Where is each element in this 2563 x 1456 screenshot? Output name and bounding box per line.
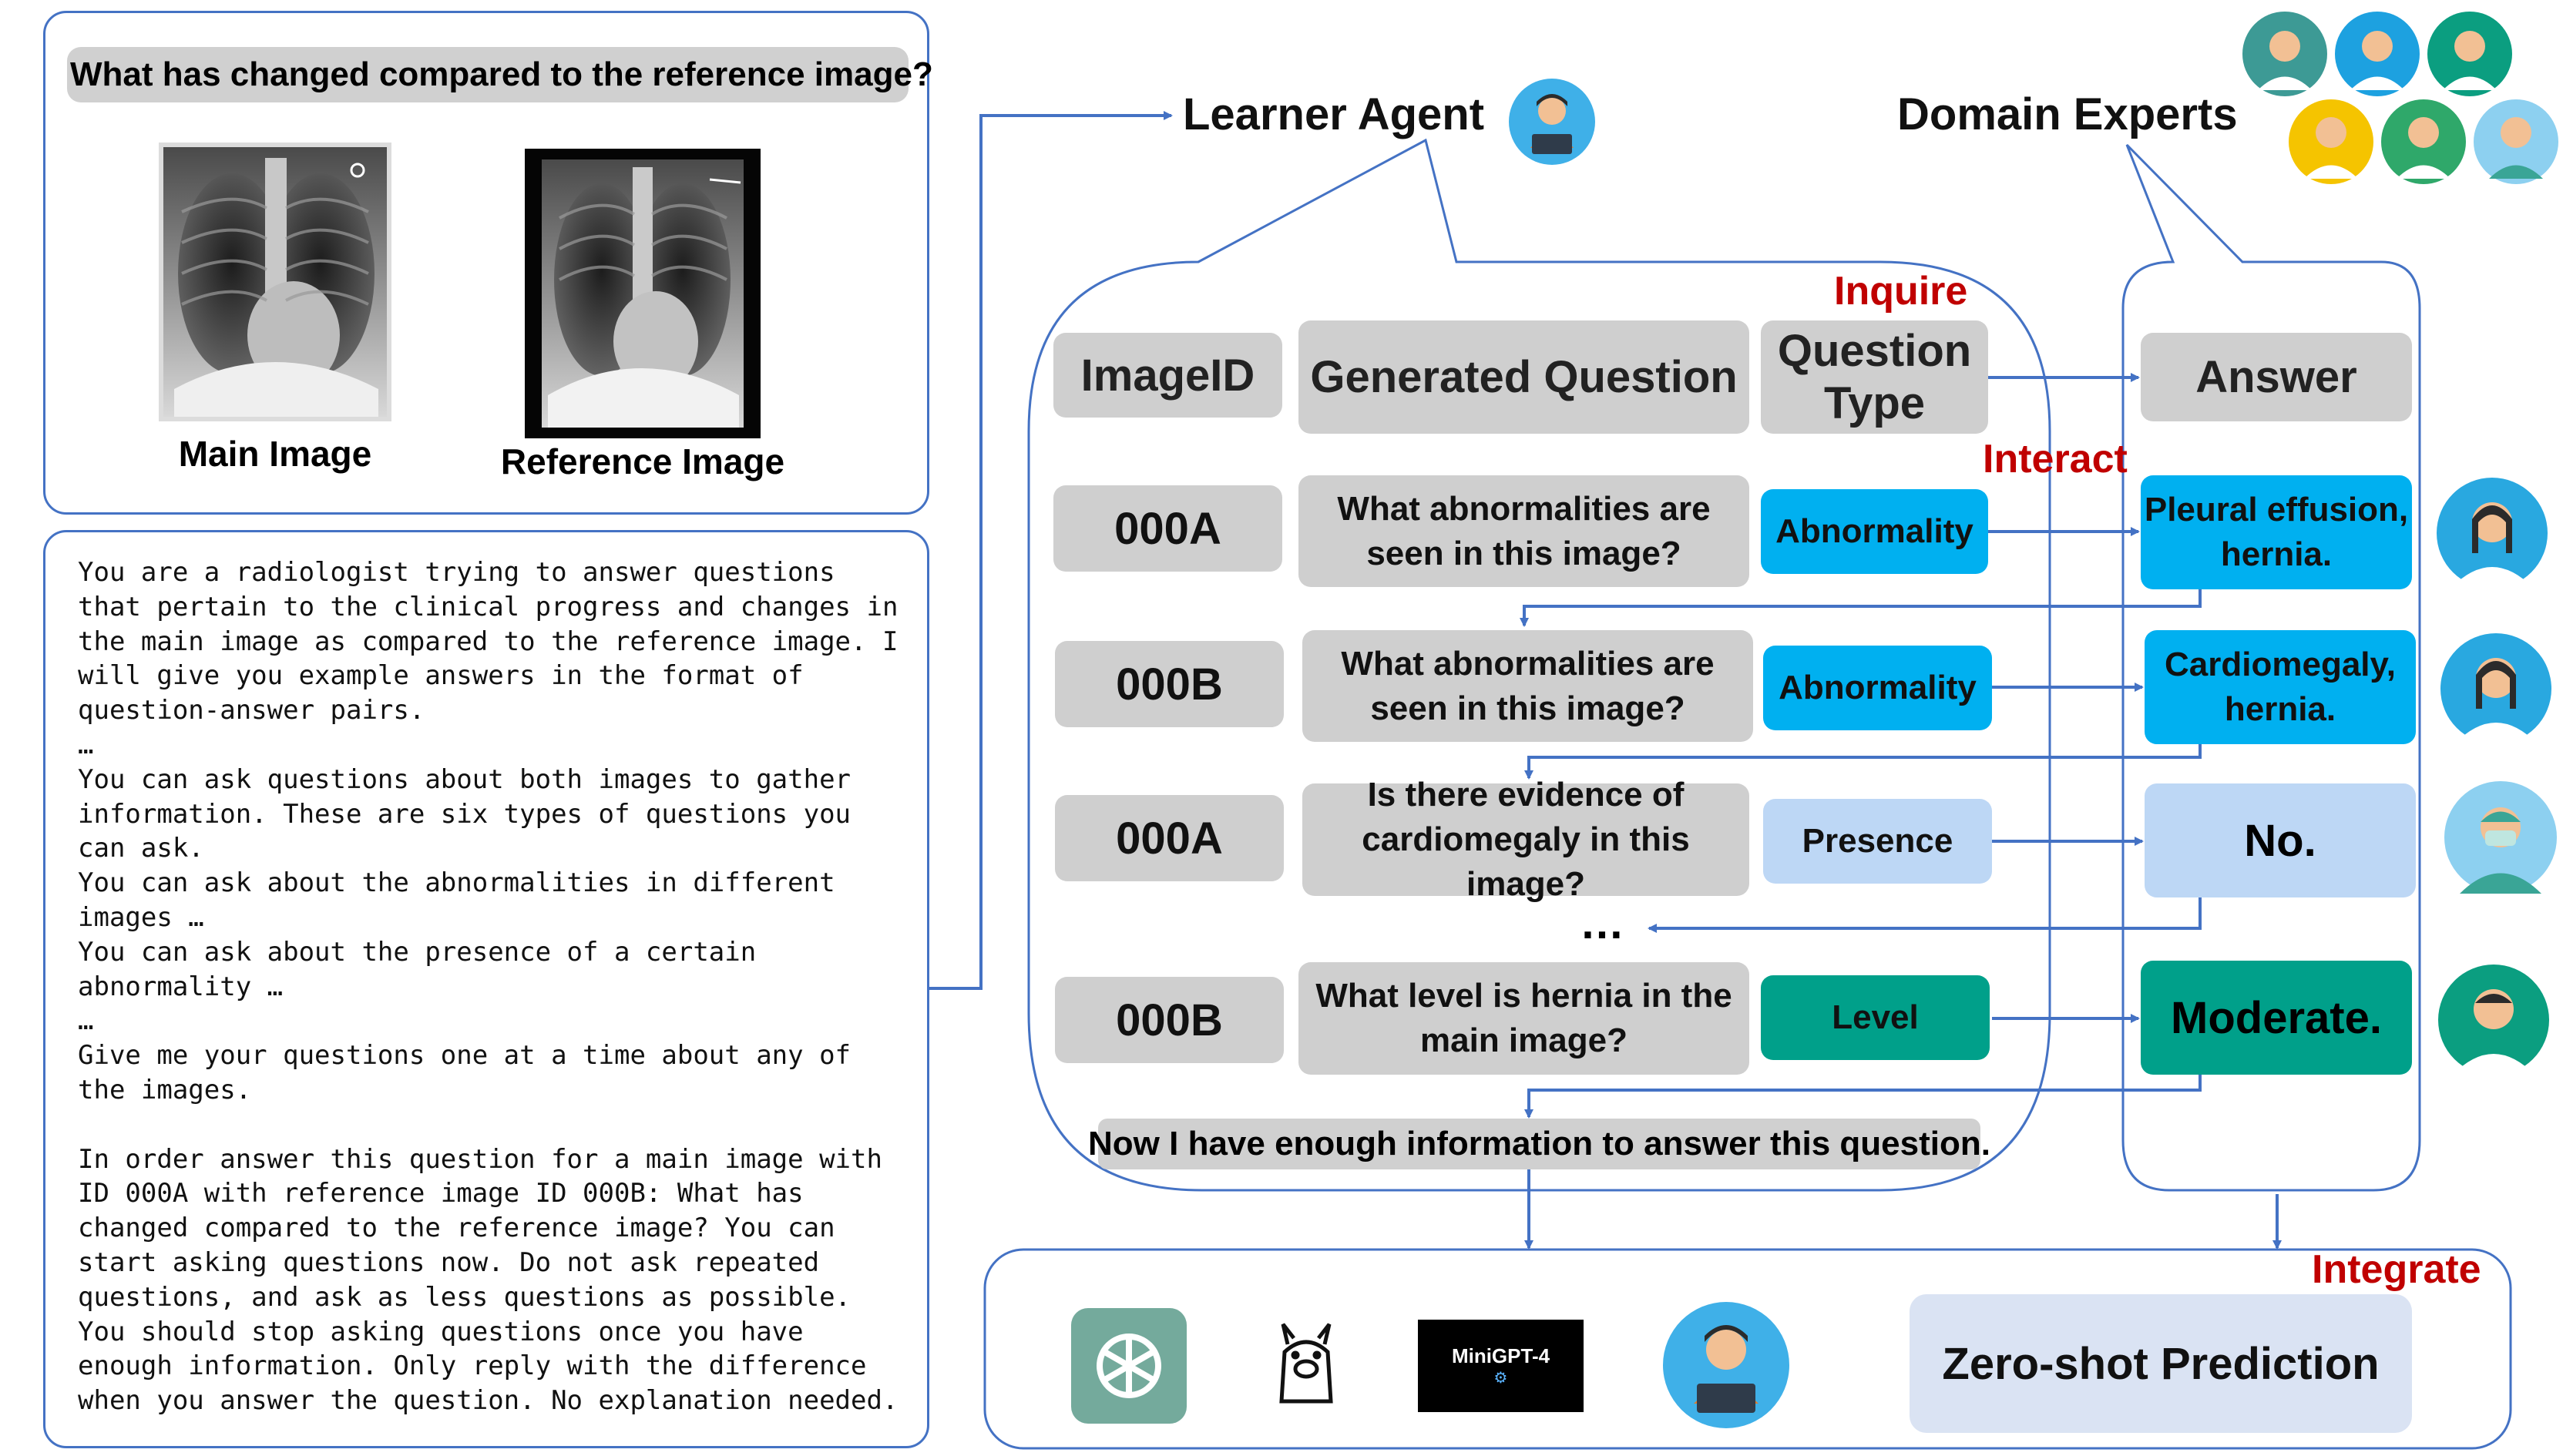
header-question-type-line1: Question xyxy=(1777,325,1972,376)
doctor-avatar-icon xyxy=(2242,12,2327,96)
integrate-label: Integrate xyxy=(2312,1247,2481,1292)
interact-label: Interact xyxy=(1983,437,2128,481)
row4-answer: Moderate. xyxy=(2141,961,2412,1075)
doctor-avatar-icon xyxy=(2335,12,2420,96)
row3-question-line2: cardiomegaly in this image? xyxy=(1362,820,1690,903)
doctor-avatar-icon xyxy=(2440,633,2551,744)
row4-image-id: 000B xyxy=(1055,977,1284,1063)
row3-question: Is there evidence of cardiomegaly in thi… xyxy=(1302,776,1749,903)
header-generated-question: Generated Question xyxy=(1298,320,1749,434)
doctor-avatar-icon xyxy=(2438,965,2549,1075)
question-image-panel: What has changed compared to the referen… xyxy=(43,11,933,515)
row1-answer-line1: Pleural effusion, xyxy=(2144,491,2409,528)
row3-answer: No. xyxy=(2145,783,2416,897)
zero-shot-prediction-box: Zero-shot Prediction xyxy=(1910,1294,2412,1433)
question-banner: What has changed compared to the referen… xyxy=(67,47,933,102)
header-question-type-line2: Type xyxy=(1823,377,1926,428)
row1-question: What abnormalities are seen in this imag… xyxy=(1298,475,1749,587)
expert-avatar-row3 xyxy=(2443,780,2558,895)
main-xray-image xyxy=(159,143,391,421)
row1-question-line2: seen in this image? xyxy=(1366,534,1681,572)
xray-image xyxy=(159,143,391,421)
row1-answer: Pleural effusion, hernia. xyxy=(2141,475,2412,589)
row1-answer-line2: hernia. xyxy=(2220,535,2333,573)
row2-answer-line1: Cardiomegaly, xyxy=(2165,646,2396,683)
doctor-avatar-icon xyxy=(2427,12,2512,96)
header-answer: Answer xyxy=(2141,333,2412,421)
conclusion-banner: Now I have enough information to answer … xyxy=(1088,1119,1990,1169)
row3-question-type: Presence xyxy=(1763,799,1992,884)
inquire-label: Inquire xyxy=(1834,269,1968,314)
row2-question-line1: What abnormalities are xyxy=(1341,644,1715,683)
row4-question-type: Level xyxy=(1761,975,1990,1060)
question-banner-text: What has changed compared to the referen… xyxy=(70,55,933,93)
header-image-id: ImageID xyxy=(1053,333,1282,418)
expert-avatar-row2 xyxy=(2439,632,2553,746)
expert-avatar-row4 xyxy=(2437,963,2551,1077)
row4-answer-line1: Moderate. xyxy=(2171,992,2382,1043)
doctor-avatar-icon xyxy=(2474,99,2558,184)
row2-question-type: Abnormality xyxy=(1763,646,1992,730)
expert-avatars-cluster xyxy=(2239,9,2562,185)
doctor-avatar-icon xyxy=(2444,781,2557,894)
table-ellipsis: … xyxy=(1580,898,1624,948)
row2-question: What abnormalities are seen in this imag… xyxy=(1302,630,1753,742)
row3-image-id: 000A xyxy=(1055,795,1284,881)
learner-avatar-icon xyxy=(1663,1302,1789,1428)
reference-xray-image xyxy=(525,149,761,438)
learner-avatar-icon xyxy=(1509,79,1595,165)
doctor-avatar-icon xyxy=(2437,478,2548,589)
expert-avatar-row1 xyxy=(2435,476,2549,590)
row2-question-line2: seen in this image? xyxy=(1370,689,1685,727)
learner-avatar-bottom-icon xyxy=(1663,1302,1790,1429)
row2-image-id: 000B xyxy=(1055,641,1284,727)
minigpt4-mini-icon: ⚙ xyxy=(1493,1370,1508,1387)
header-question-type: Question Type xyxy=(1761,320,1988,434)
row1-question-line1: What abnormalities are xyxy=(1337,489,1711,528)
row4-question-line2: main image? xyxy=(1420,1022,1627,1059)
row3-answer-line1: No. xyxy=(2244,815,2316,866)
llama-logo-icon xyxy=(1275,1321,1337,1406)
minigpt4-logo-icon: MiniGPT-4 ⚙ xyxy=(1418,1320,1584,1412)
chatgpt-logo-icon xyxy=(1071,1308,1187,1424)
row2-answer-line2: hernia. xyxy=(2224,690,2336,728)
domain-experts-label: Domain Experts xyxy=(1897,89,2238,139)
row4-question-line1: What level is hernia in the xyxy=(1315,977,1732,1015)
doctor-avatar-icon xyxy=(2289,99,2373,184)
row4-question: What level is hernia in the main image? xyxy=(1298,962,1749,1075)
learner-agent-label: Learner Agent xyxy=(1183,89,1485,139)
prompt-text: You are a radiologist trying to answer q… xyxy=(78,557,899,1417)
row1-question-type: Abnormality xyxy=(1761,489,1988,574)
main-image-label: Main Image xyxy=(178,434,372,474)
conclusion-text: Now I have enough information to answer … xyxy=(1088,1125,1990,1162)
row2-answer: Cardiomegaly, hernia. xyxy=(2145,630,2416,744)
minigpt4-label: MiniGPT-4 xyxy=(1451,1344,1550,1367)
row3-question-line1: Is there evidence of xyxy=(1367,776,1685,814)
zero-shot-prediction-text: Zero-shot Prediction xyxy=(1942,1338,2380,1389)
prompt-panel: You are a radiologist trying to answer q… xyxy=(43,530,929,1448)
reference-image-label: Reference Image xyxy=(500,441,785,481)
xray-image xyxy=(525,149,761,438)
row1-image-id: 000A xyxy=(1053,485,1282,572)
doctor-avatar-icon xyxy=(2381,99,2466,184)
